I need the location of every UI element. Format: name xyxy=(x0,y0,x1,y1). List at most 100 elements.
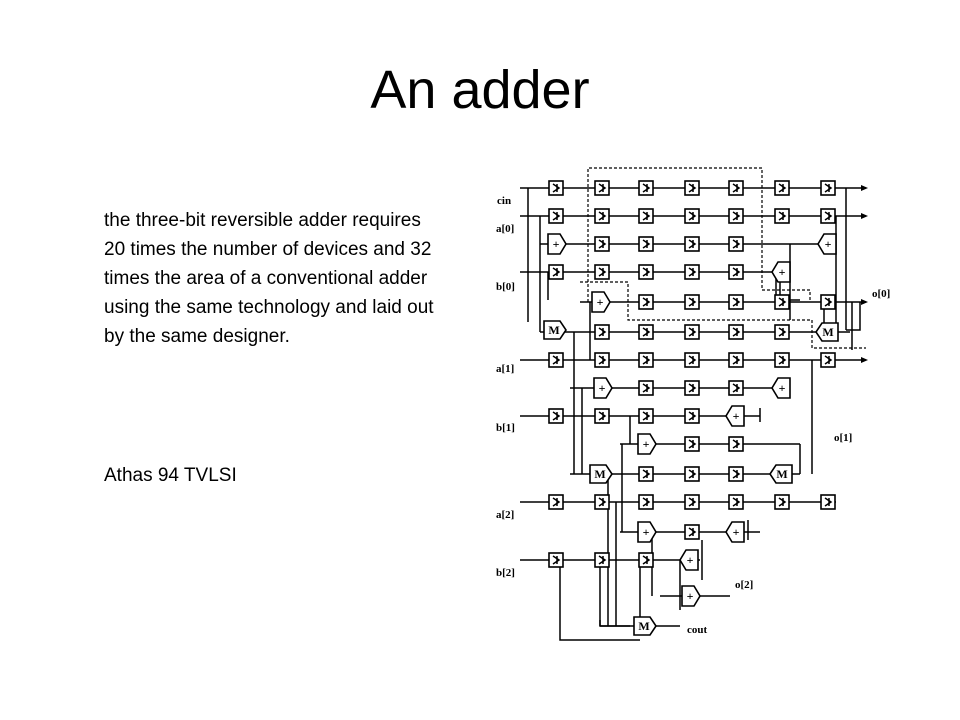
delay-cell xyxy=(728,380,744,396)
adder-gate: + xyxy=(637,433,657,455)
delay-cell xyxy=(820,352,836,368)
delay-cell xyxy=(728,294,744,310)
adder-gate: + xyxy=(637,521,657,543)
delay-cell xyxy=(594,494,610,510)
description-text: the three-bit reversible adder requires … xyxy=(104,210,434,347)
adder-gate: + xyxy=(591,291,611,313)
svg-text:+: + xyxy=(825,237,832,251)
delay-cell xyxy=(548,352,564,368)
slide-title: An adder xyxy=(370,60,590,120)
delay-cell xyxy=(684,236,700,252)
delay-cell xyxy=(684,436,700,452)
svg-text:+: + xyxy=(597,295,604,309)
svg-text:+: + xyxy=(733,525,740,539)
delay-cell xyxy=(728,264,744,280)
delay-cell xyxy=(820,180,836,196)
delay-cell xyxy=(638,324,654,340)
majority-gate: M xyxy=(589,464,613,484)
delay-cell xyxy=(548,552,564,568)
delay-cell xyxy=(548,408,564,424)
adder-gate: + xyxy=(547,233,567,255)
schematic-gates: + + + + + + + + + + + + M M M M M xyxy=(543,180,839,636)
delay-cell xyxy=(728,436,744,452)
label-o2: o[2] xyxy=(735,579,753,591)
delay-cell xyxy=(728,180,744,196)
label-a2: a[2] xyxy=(496,509,514,521)
label-o1: o[1] xyxy=(834,432,852,444)
svg-text:+: + xyxy=(733,409,740,423)
delay-cell xyxy=(638,352,654,368)
delay-cell xyxy=(594,236,610,252)
delay-cell xyxy=(728,236,744,252)
label-b1: b[1] xyxy=(496,422,515,434)
delay-cell xyxy=(820,294,836,310)
reversible-adder-schematic: + + + + + + + + + + + + M M M M M cin a[0] b[0] a[1] b[1… xyxy=(496,167,890,641)
majority-gate: M xyxy=(769,464,793,484)
adder-gate: + xyxy=(771,261,791,283)
svg-text:+: + xyxy=(599,381,606,395)
label-a1: a[1] xyxy=(496,363,514,375)
label-cout: cout xyxy=(687,624,708,636)
delay-cell xyxy=(594,352,610,368)
svg-text:+: + xyxy=(553,237,560,251)
delay-cell xyxy=(638,494,654,510)
delay-cell xyxy=(774,494,790,510)
schematic-labels: cin a[0] b[0] a[1] b[1] a[2] b[2] o[0] o… xyxy=(496,195,890,636)
delay-cell xyxy=(774,208,790,224)
svg-text:+: + xyxy=(779,265,786,279)
delay-cell xyxy=(728,352,744,368)
delay-cell xyxy=(548,208,564,224)
adder-gate: + xyxy=(771,377,791,399)
adder-gate: + xyxy=(593,377,613,399)
delay-cell xyxy=(728,494,744,510)
delay-cell xyxy=(774,352,790,368)
delay-cell xyxy=(684,380,700,396)
delay-cell xyxy=(638,180,654,196)
delay-cell xyxy=(638,552,654,568)
delay-cell xyxy=(820,494,836,510)
delay-cell xyxy=(638,466,654,482)
delay-cell xyxy=(638,380,654,396)
delay-cell xyxy=(820,208,836,224)
delay-cell xyxy=(684,294,700,310)
delay-cell xyxy=(684,524,700,540)
delay-cell xyxy=(774,294,790,310)
adder-gate: + xyxy=(681,585,701,607)
delay-cell xyxy=(548,494,564,510)
label-cin: cin xyxy=(497,195,511,207)
delay-cell xyxy=(728,324,744,340)
adder-gate: + xyxy=(725,405,745,427)
delay-cell xyxy=(728,208,744,224)
svg-text:M: M xyxy=(594,467,605,481)
delay-cell xyxy=(774,180,790,196)
delay-cell xyxy=(774,324,790,340)
delay-cell xyxy=(684,324,700,340)
citation-text: Athas 94 TVLSI xyxy=(104,465,237,486)
delay-cell xyxy=(684,466,700,482)
delay-cell xyxy=(548,180,564,196)
delay-cell xyxy=(594,324,610,340)
svg-text:+: + xyxy=(643,437,650,451)
svg-text:M: M xyxy=(548,323,559,337)
delay-cell xyxy=(638,236,654,252)
delay-cell xyxy=(638,264,654,280)
svg-text:M: M xyxy=(638,619,649,633)
delay-cell xyxy=(594,264,610,280)
delay-cell xyxy=(594,208,610,224)
svg-text:M: M xyxy=(822,325,833,339)
delay-cell xyxy=(548,264,564,280)
adder-gate: + xyxy=(725,521,745,543)
label-a0: a[0] xyxy=(496,223,514,235)
label-b2: b[2] xyxy=(496,567,515,579)
adder-gate: + xyxy=(679,549,699,571)
delay-cell xyxy=(684,264,700,280)
label-b0: b[0] xyxy=(496,281,515,293)
delay-cell xyxy=(638,208,654,224)
delay-cell xyxy=(638,294,654,310)
delay-cell xyxy=(728,466,744,482)
adder-gate: + xyxy=(817,233,837,255)
delay-cell xyxy=(684,208,700,224)
dashed-regions xyxy=(580,167,866,349)
delay-cell xyxy=(594,552,610,568)
svg-text:+: + xyxy=(643,525,650,539)
